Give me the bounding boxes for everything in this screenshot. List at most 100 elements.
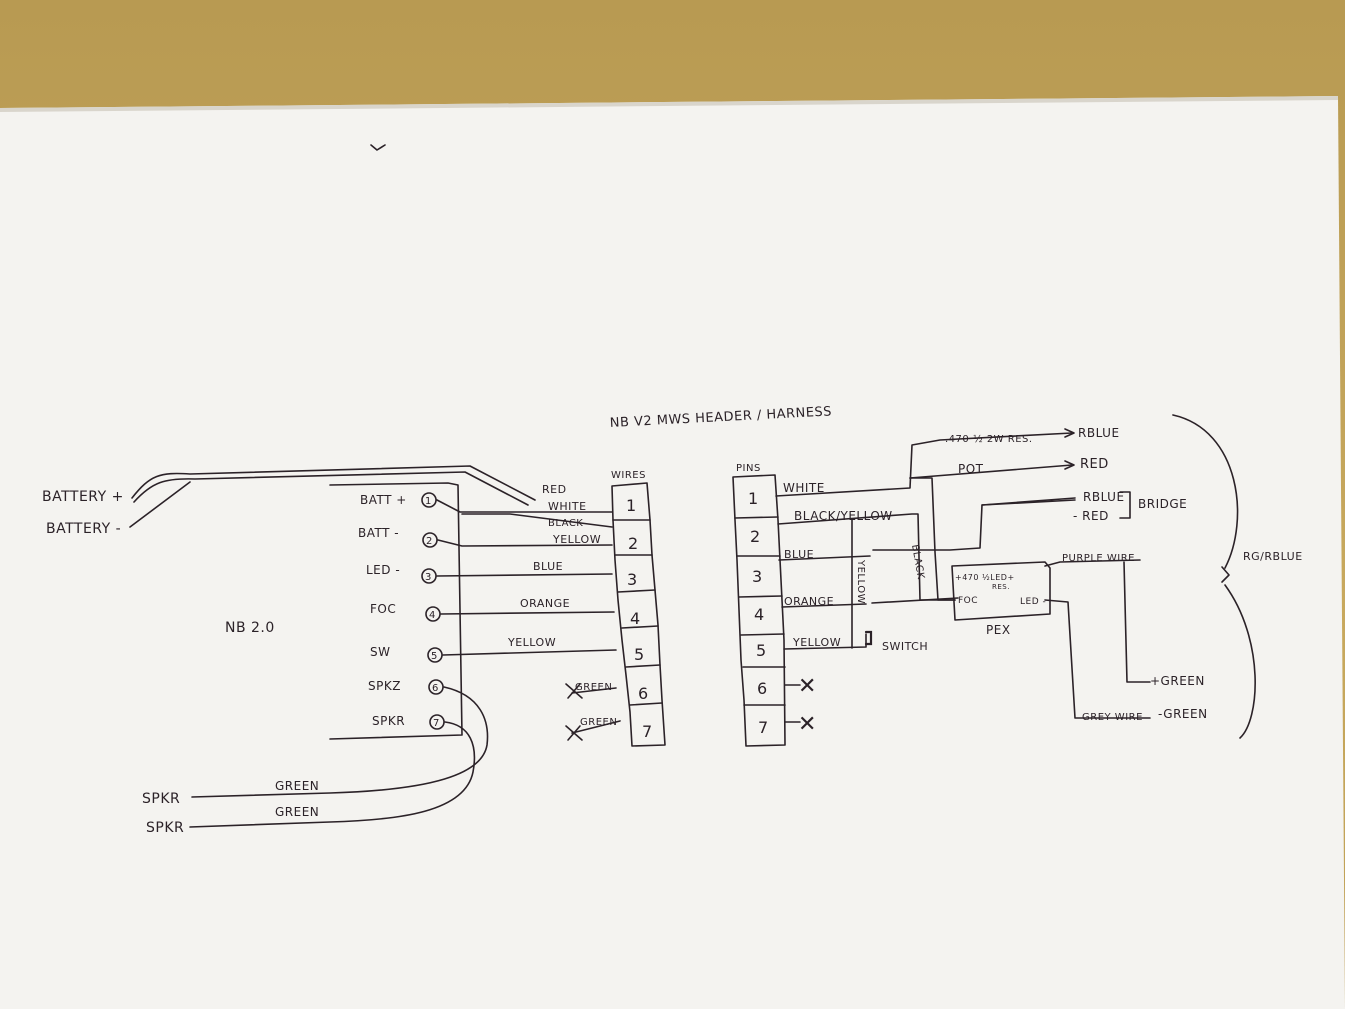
wire-label-yellow-1: YELLOW [552,533,601,546]
wire-label-green-6: GREEN [575,682,612,693]
rg-rblue-label: RG/RBLUE [1243,550,1303,563]
wire-green-6 [571,687,617,694]
wire-label-black: BLACK [548,518,583,529]
svg-text:6: 6 [432,683,439,694]
battery-wire-minus [129,481,191,528]
svg-text:3: 3 [752,567,763,586]
svg-text:FOC: FOC [370,602,396,616]
wires-block-outline [611,482,666,747]
svg-text:5: 5 [431,651,438,662]
battery-plus-label: BATTERY + [42,489,124,505]
plus-green-label: +GREEN [1150,674,1205,688]
pcb-res-label: +470 ½LED+ [955,573,1015,582]
wire-black [461,513,613,528]
speaker-wire-label-2: GREEN [275,805,319,819]
paper-shadow [0,96,1338,112]
minus-green-label: -GREEN [1158,707,1208,721]
svg-text:SPKR: SPKR [372,714,405,728]
bridge-label: BRIDGE [1138,497,1187,511]
battery-wire-plus-2 [133,471,529,506]
wire-blue [436,573,613,577]
cross-green-6 [565,683,583,699]
nb-board-outline [329,482,463,740]
pin-wire-black-yellow: BLACK/YELLOW [794,509,893,523]
pins-header: PINS [736,463,761,474]
wires-block-dividers [612,519,663,706]
pins-block-dividers [734,516,786,706]
battery-minus-label: BATTERY - [46,521,121,537]
svg-text:6: 6 [638,684,649,703]
svg-text:6: 6 [757,679,768,698]
svg-text:1: 1 [748,489,759,508]
svg-text:7: 7 [758,718,769,737]
wire-pin3 [778,555,871,561]
wire-label-red: RED [542,483,567,496]
wire-pin1-pot [909,464,1073,479]
svg-text:4: 4 [630,609,641,628]
board-pin-6: SPKZ 6 [368,679,444,695]
wire-label-blue: BLUE [533,560,563,573]
purple-wire-label: PURPLE WIRE [1062,553,1135,564]
svg-text:SW: SW [370,645,390,659]
svg-text:5: 5 [756,641,767,660]
pex-board-outline [951,561,1051,621]
red-label-2: - RED [1073,509,1109,523]
wire-purple [1044,559,1141,567]
wire-pin5 [783,633,867,650]
board-pin-4: FOC 4 [370,602,441,622]
switch-symbol [864,630,873,646]
wire-grey [1044,599,1151,719]
stray-mark [370,144,386,151]
pcb-label: PEX [986,623,1011,637]
grey-wire-label: GREY WIRE [1082,712,1143,723]
yellow-vertical-label: YELLOW [855,559,866,604]
wire-label-orange: ORANGE [520,597,570,610]
pin-wire-white: WHITE [783,481,825,495]
switch-label: SWITCH [882,640,928,653]
wire-orange [440,611,615,615]
svg-text:BATT +: BATT + [360,493,407,507]
pcb-led-label: LED - [1020,597,1046,607]
speaker-label-1: SPKR [142,791,180,807]
wire-green-7 [571,720,621,734]
svg-text:3: 3 [425,572,432,583]
wire-label-white: WHITE [548,500,587,513]
wire-yellow-1 [437,539,613,547]
wire-white [436,499,613,513]
pins-block-numbers: 1 2 3 4 5 6 7 [748,489,769,737]
rg-brace-bottom [1224,584,1256,739]
wire-orange-to-pcb [871,597,959,604]
svg-text:4: 4 [429,610,436,621]
wire-pin1-white [775,432,1073,497]
board-pin-5: SW 5 [370,645,443,663]
wire-label-yellow-2: YELLOW [507,636,556,649]
pcb-res2-label: RES. [992,583,1010,591]
wires-block-numbers: 1 2 3 4 5 6 7 [626,496,653,741]
svg-text:4: 4 [754,605,765,624]
paper-sheet [0,96,1345,1009]
arrow-rblue-1 [1064,428,1075,438]
svg-text:2: 2 [628,534,639,553]
speaker-wire-1 [191,686,489,798]
svg-text:3: 3 [627,570,638,589]
svg-text:7: 7 [642,722,653,741]
board-pin-7: SPKR 7 [372,714,445,730]
speaker-wire-2 [189,721,476,828]
pin7-x: ✕ [798,712,817,737]
battery-wire-plus [131,465,536,501]
svg-text:1: 1 [425,496,432,507]
wire-plus-green [1123,561,1151,683]
wire-yellow-2 [442,649,617,656]
svg-text:7: 7 [433,718,440,729]
board-pin-3: LED - 3 [366,563,437,584]
svg-text:5: 5 [634,645,645,664]
svg-text:2: 2 [426,536,433,547]
resistor-label: .470 ½ 2W RES. [945,433,1033,445]
svg-text:LED -: LED - [366,563,400,577]
pin-wire-orange: ORANGE [784,595,834,608]
red-label-1: RED [1080,457,1109,472]
pins-block-outline [732,474,786,747]
pot-label: POT [958,462,984,476]
rblue-label-1: RBLUE [1078,426,1120,440]
